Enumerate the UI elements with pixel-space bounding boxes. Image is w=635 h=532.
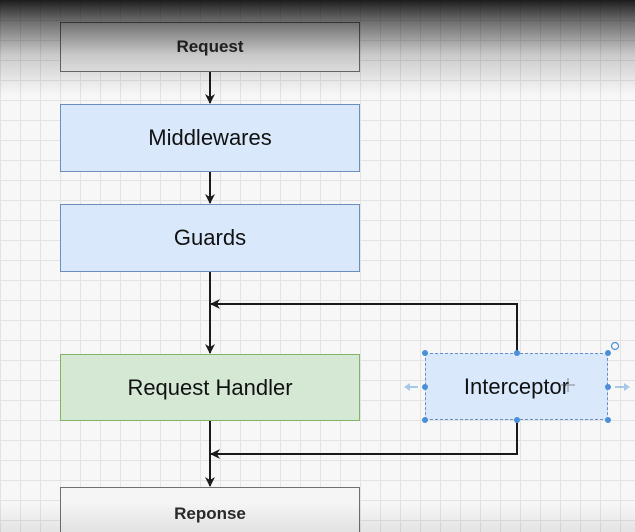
edge-interceptor-to-guards-path[interactable]: [210, 299, 518, 353]
resize-handle-top-right[interactable]: [605, 350, 611, 356]
resize-handle-top[interactable]: [514, 350, 520, 356]
request-handler-node[interactable]: Request Handler: [60, 354, 360, 421]
resize-handle-bottom-right[interactable]: [605, 417, 611, 423]
rotate-handle-icon[interactable]: [610, 341, 620, 351]
request-node[interactable]: Request: [60, 22, 360, 72]
selection-handles: [422, 350, 611, 423]
middlewares-node[interactable]: Middlewares: [60, 104, 360, 172]
request-handler-label: Request Handler: [127, 374, 293, 400]
response-node[interactable]: Reponse: [60, 487, 360, 532]
resize-handle-bottom[interactable]: [514, 417, 520, 423]
edge-interceptor-to-response-path[interactable]: [210, 420, 518, 459]
connect-arrow-left-icon[interactable]: [404, 383, 418, 391]
middlewares-label: Middlewares: [148, 125, 272, 150]
resize-handle-right[interactable]: [605, 384, 611, 390]
response-label: Reponse: [174, 504, 246, 523]
interceptor-label: Interceptor: [463, 373, 570, 399]
resize-handle-top-left[interactable]: [422, 350, 428, 356]
resize-handle-left[interactable]: [422, 384, 428, 390]
resize-handle-bottom-left[interactable]: [422, 417, 428, 423]
interceptor-node[interactable]: Interceptor: [425, 353, 608, 420]
request-label: Request: [176, 37, 244, 56]
connect-arrow-right-icon[interactable]: [615, 383, 630, 391]
guards-node[interactable]: Guards: [60, 204, 360, 272]
guards-label: Guards: [173, 225, 247, 250]
